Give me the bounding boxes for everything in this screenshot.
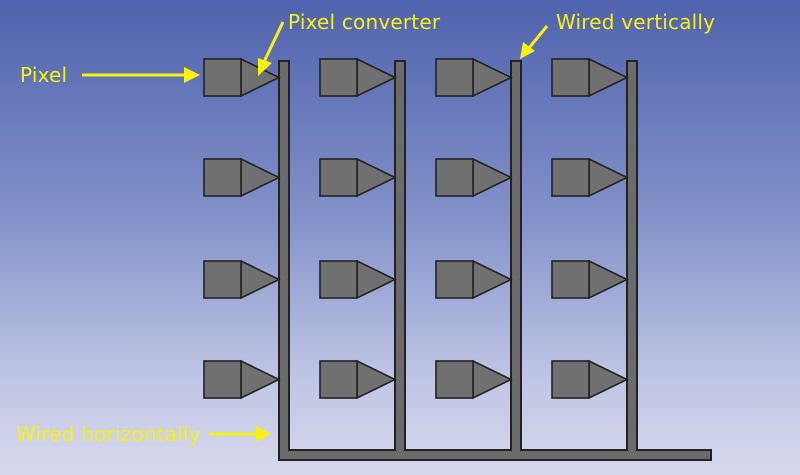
- pixel: [203, 58, 242, 97]
- pixel-converter-arrow: [261, 21, 285, 65]
- pixel-unit: [319, 57, 397, 98]
- wiring-path: [278, 60, 712, 461]
- pixel-converter: [588, 359, 629, 400]
- pixel-converter: [356, 259, 397, 300]
- pixel-converter: [472, 259, 513, 300]
- pixel-unit: [435, 259, 513, 300]
- pixel-converter: [356, 57, 397, 98]
- pixel-unit: [551, 259, 629, 300]
- pixel-converter: [472, 157, 513, 198]
- pixel-converter: [588, 157, 629, 198]
- pixel: [319, 260, 358, 299]
- wired-horizontally-arrow-head: [256, 426, 271, 442]
- pixel-converter: [240, 259, 281, 300]
- pixel-converter: [356, 157, 397, 198]
- wired-vertically-arrow: [527, 25, 549, 49]
- pixel-unit: [435, 57, 513, 98]
- pixel-converter: [588, 259, 629, 300]
- pixel-unit: [203, 157, 281, 198]
- pixel-unit: [203, 259, 281, 300]
- label-wired-horizontally: Wired horizontally: [16, 422, 201, 446]
- pixel: [319, 158, 358, 197]
- pixel-unit: [203, 359, 281, 400]
- pixel: [435, 158, 474, 197]
- pixel-converter: [356, 359, 397, 400]
- pixel-converter: [472, 359, 513, 400]
- wired-vertically-arrow-head: [520, 42, 535, 59]
- pixel: [435, 260, 474, 299]
- pixel: [203, 360, 242, 399]
- pixel-unit: [551, 157, 629, 198]
- label-pixel-converter: Pixel converter: [288, 10, 441, 34]
- pixel-converter: [240, 359, 281, 400]
- pixel: [203, 260, 242, 299]
- pixel-converter: [472, 57, 513, 98]
- pixel-converter-arrow-head: [258, 58, 272, 76]
- wires: [278, 60, 712, 461]
- pixel-unit: [319, 359, 397, 400]
- pixel-arrow-head: [184, 67, 200, 83]
- pixel: [551, 58, 590, 97]
- pixel-converter: [588, 57, 629, 98]
- pixel-unit: [435, 359, 513, 400]
- label-pixel: Pixel: [20, 63, 68, 87]
- pixel: [551, 360, 590, 399]
- pixel: [435, 360, 474, 399]
- callout-arrows: [82, 21, 549, 442]
- pixel: [551, 260, 590, 299]
- pixel-unit: [551, 359, 629, 400]
- pixel-unit: [551, 57, 629, 98]
- pixel: [319, 58, 358, 97]
- pixel-unit: [319, 157, 397, 198]
- pixel: [203, 158, 242, 197]
- label-wired-vertically: Wired vertically: [556, 10, 716, 34]
- pixel-grid: [203, 57, 629, 400]
- pixel: [435, 58, 474, 97]
- pixel-unit: [319, 259, 397, 300]
- pixel: [319, 360, 358, 399]
- pixel: [551, 158, 590, 197]
- pixel-converter: [240, 157, 281, 198]
- pixel-unit: [435, 157, 513, 198]
